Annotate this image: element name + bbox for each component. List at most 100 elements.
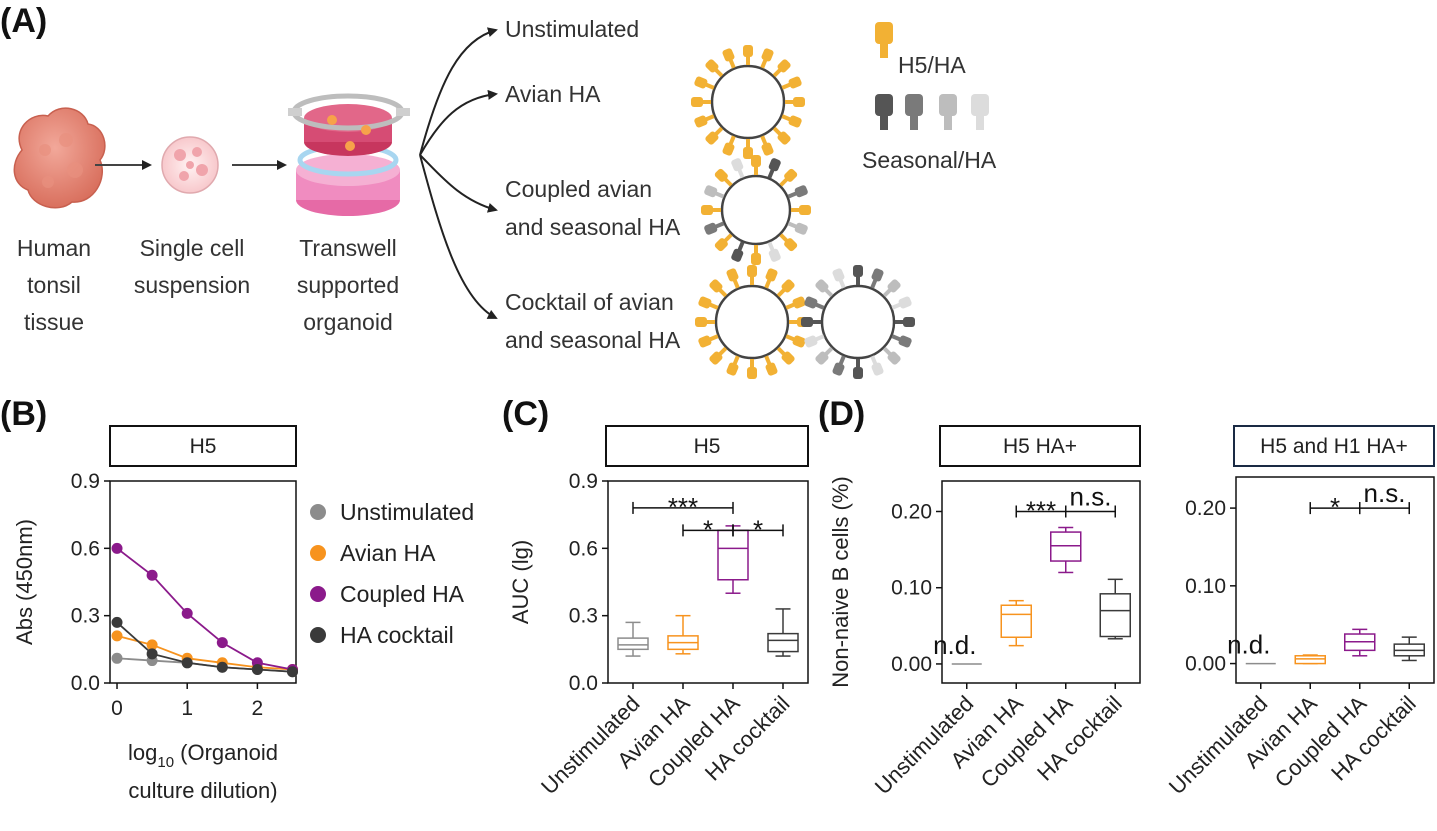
chart-b-ytick-label-1: 0.3	[71, 605, 100, 628]
condition-label-1-line-0: Avian HA	[505, 81, 601, 107]
particle-cocktail-seasonal-spike-8-head	[853, 367, 863, 379]
panel-c-title: H5	[694, 435, 721, 458]
particle-coupled-spike-5-stem	[787, 221, 798, 229]
panel-a-letter: (A)	[0, 2, 47, 40]
particle-cocktail-avian-spike-7-head	[765, 362, 778, 376]
particle-cocktail-avian-spike-3	[785, 296, 806, 310]
chart-b-point-2-1	[146, 569, 158, 581]
particle-cocktail-seasonal-spike-2-head	[887, 279, 901, 293]
chart-d1-frame	[941, 480, 1141, 684]
particle-cocktail-seasonal-spike-2-stem	[882, 288, 892, 298]
particle-avian-spike-10-stem	[714, 126, 724, 136]
particle-avian-spike-13	[694, 76, 715, 90]
step-label-2-line-0: Transwell	[299, 235, 397, 261]
condition-label-2-line-1: and seasonal HA	[505, 214, 681, 240]
particle-avian-spike-2-head	[777, 59, 791, 73]
particle-cocktail-seasonal-spike-12-head	[801, 317, 813, 327]
seasonal-spike-icon-4-stem	[976, 114, 984, 130]
particle-coupled-spike-3	[787, 185, 808, 199]
particle-cocktail-avian-spike-7-stem	[764, 355, 772, 366]
chart-c-frame	[607, 480, 809, 684]
particle-coupled-spike-11-stem	[714, 221, 725, 229]
particle-cocktail-seasonal-membrane	[820, 284, 896, 360]
particle-cocktail-seasonal-spike-11-head	[804, 335, 818, 348]
particle-cocktail-avian-spike-9-head	[726, 362, 739, 376]
chart-c-ytick-label-1: 0.3	[569, 605, 598, 628]
particle-avian-spike-5-head	[788, 115, 802, 128]
particle-coupled-spike-5-head	[794, 222, 808, 235]
particle-avian-spike-12	[691, 97, 711, 107]
particle-cocktail-seasonal-spike-8	[853, 359, 863, 379]
chart-d1-ytick-label-2: 0.20	[891, 500, 932, 523]
particle-avian-spike-6-stem	[772, 126, 782, 136]
particle-avian-spike-6-head	[777, 131, 791, 145]
transwell-icon	[288, 93, 410, 216]
particle-cocktail-seasonal-spike-12-stem	[812, 320, 821, 324]
particle-coupled-spike-12	[701, 205, 721, 215]
particle-cocktail-seasonal-spike-9-stem	[838, 355, 846, 366]
particle-cocktail-seasonal-spike-14	[815, 279, 834, 298]
particle-cocktail-seasonal-spike-5-stem	[891, 334, 902, 342]
tonsil-tissue-icon	[13, 107, 106, 209]
chart-c-box-0	[617, 637, 649, 651]
particle-cocktail-seasonal-spike-10	[815, 346, 834, 365]
legend-b-label-2: Coupled HA	[340, 581, 465, 607]
chart-d2-ytick-label-0: 0.00	[1185, 653, 1226, 676]
particle-coupled-spike-4	[791, 205, 811, 215]
particle-cocktail-seasonal-spike-13	[804, 296, 825, 310]
particle-avian-spike-11	[694, 114, 715, 128]
panel-b-title: H5	[190, 435, 217, 458]
legend-b-marker-2	[310, 586, 326, 602]
particle-avian-spike-15-stem	[728, 58, 736, 69]
particle-coupled-spike-8	[751, 245, 761, 265]
panel-d-letter: (D)	[818, 395, 865, 433]
particle-avian-spike-12-stem	[702, 100, 711, 104]
particle-cocktail-avian-membrane	[714, 284, 790, 360]
particle-cocktail-avian-spike-4-stem	[789, 320, 798, 324]
particle-avian-spike-9-head	[722, 142, 735, 156]
particle-cocktail-avian-spike-10	[709, 346, 728, 365]
particle-cocktail-seasonal-spike-0-stem	[856, 276, 860, 285]
particle-avian-spike-9	[722, 135, 736, 156]
particle-cocktail-seasonal-spike-4-stem	[895, 320, 904, 324]
particle-avian-spike-10	[705, 126, 724, 145]
particle-cocktail-seasonal-spike-0	[853, 265, 863, 285]
particle-cocktail-seasonal-spike-15-head	[832, 268, 845, 282]
chart-b-ytick-label-2: 0.6	[71, 537, 100, 560]
particle-coupled-spike-4-stem	[791, 208, 800, 212]
seasonal-spike-icon-3	[939, 94, 957, 130]
chart-d1-ytick-label-1: 0.10	[891, 577, 932, 600]
step-label-1-line-1: suspension	[134, 272, 250, 298]
particle-cocktail-avian-spike-15	[726, 268, 740, 289]
particle-cocktail-seasonal-spike-4	[895, 317, 915, 327]
chart-b-point-3-4	[251, 664, 263, 676]
panel-c-title-box	[605, 425, 809, 467]
particle-avian-spike-13-stem	[704, 82, 715, 90]
chart-b-series-line-1	[116, 634, 293, 671]
particle-coupled-spike-12-head	[701, 205, 713, 215]
particle-coupled-spike-0	[751, 155, 761, 175]
particle-coupled-spike-1	[767, 158, 781, 179]
particle-cocktail-avian-spike-8-stem	[750, 359, 754, 368]
particle-cocktail-avian-spike-13	[698, 296, 719, 310]
particle-coupled-spike-8-stem	[754, 245, 758, 254]
chart-d1-significance-1: n.s.	[1070, 481, 1112, 511]
particle-coupled-spike-15	[731, 158, 745, 179]
chart-b-xlabel: log10 (Organoid	[128, 740, 278, 771]
seasonal-spike-icon-4-head	[971, 94, 989, 116]
panel-a: (A)	[0, 2, 997, 379]
particle-coupled-spike-15-stem	[737, 168, 745, 179]
particle-cocktail-seasonal-spike-5	[891, 334, 912, 348]
panel-d1-title: H5 HA+	[1003, 435, 1077, 458]
particle-avian-spike-11-stem	[704, 114, 715, 122]
particle-cocktail-avian-spike-10-stem	[718, 346, 728, 356]
particle-cocktail-seasonal-spike-10-head	[815, 351, 829, 365]
particle-cocktail-avian-spike-5-head	[792, 335, 806, 348]
particle-avian-spike-6	[772, 126, 791, 145]
chart-c-significance-0: ***	[668, 492, 698, 522]
particle-avian-spike-7-head	[761, 142, 774, 156]
particle-coupled-spike-8-head	[751, 253, 761, 265]
